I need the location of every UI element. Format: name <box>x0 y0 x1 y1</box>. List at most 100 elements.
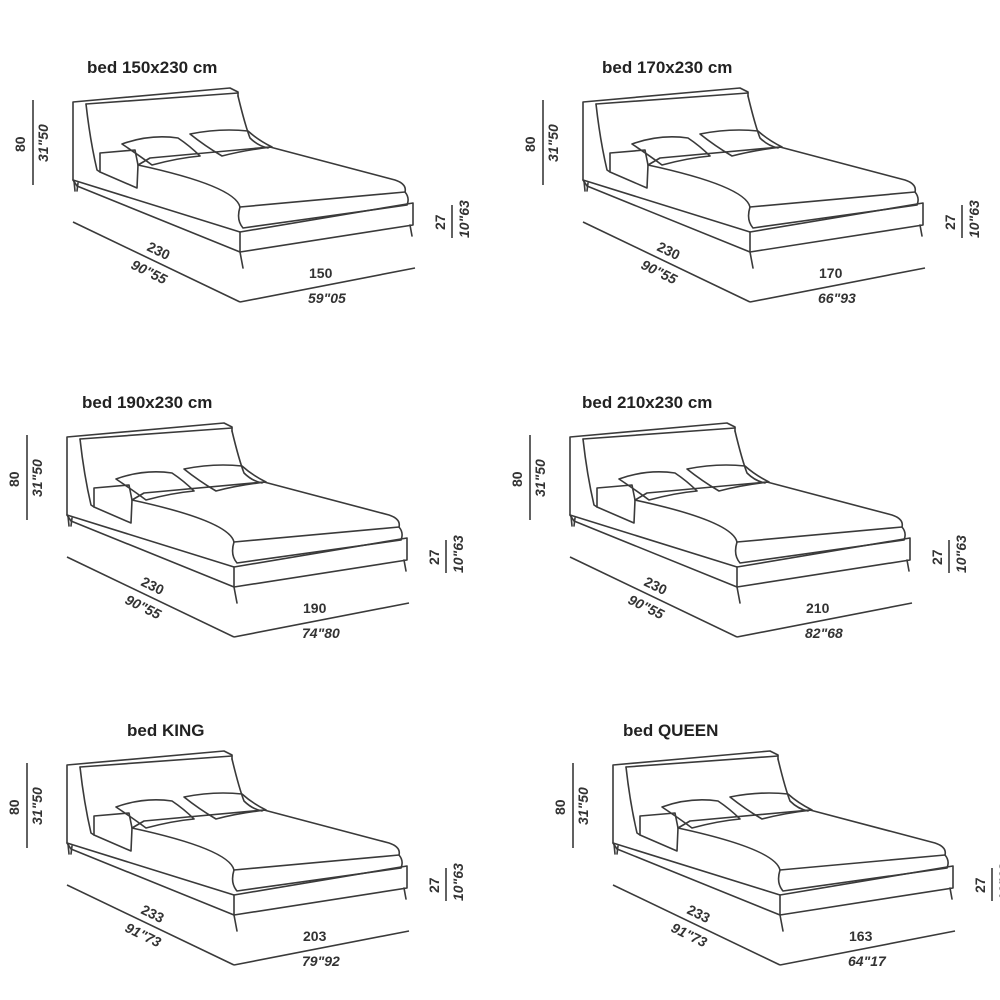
leg-front-left <box>779 914 784 932</box>
leg-cm-label: 27 <box>426 877 442 893</box>
side-block <box>99 149 139 189</box>
headboard-top <box>582 427 736 440</box>
side-block <box>93 484 133 524</box>
leg-front-right <box>919 224 923 237</box>
width-cm-label: 190 <box>303 600 327 616</box>
length-dimension-line <box>66 884 235 966</box>
mattress-top <box>677 809 947 871</box>
width-in-label: 79"92 <box>302 953 340 969</box>
length-dimension-line <box>72 221 241 303</box>
side-block <box>609 149 649 189</box>
leg-cm-label: 27 <box>426 549 442 565</box>
leg-in-label: 10"63 <box>953 535 969 573</box>
headboard-side <box>231 430 263 484</box>
mattress-top <box>137 146 407 208</box>
headboard-front <box>79 438 95 508</box>
width-in-label: 82"68 <box>805 625 843 641</box>
leg-back-left <box>570 515 576 527</box>
leg-front-right <box>403 887 407 900</box>
length-dimension-line <box>66 556 235 638</box>
height-in-label: 31"50 <box>29 459 45 497</box>
headboard-front <box>595 103 611 173</box>
headboard-front <box>582 438 598 508</box>
pillow-right <box>189 129 273 157</box>
length-cm-label: 230 <box>642 573 670 598</box>
mattress-top <box>647 146 917 208</box>
bed-title: bed 210x230 cm <box>582 393 712 412</box>
pillow-left <box>631 136 711 166</box>
headboard-side <box>231 758 263 812</box>
base-front <box>239 202 414 253</box>
pillow-right <box>729 792 813 820</box>
mattress-top <box>634 481 904 543</box>
length-cm-label: 230 <box>139 573 167 598</box>
headboard-top <box>85 92 239 105</box>
mattress-top <box>131 481 401 543</box>
height-cm-label: 80 <box>12 136 28 152</box>
base-front <box>736 537 911 588</box>
bed-title: bed 170x230 cm <box>602 58 732 77</box>
headboard-outline <box>612 750 779 844</box>
length-dimension-line <box>582 221 751 303</box>
base-front <box>749 202 924 253</box>
headboard-top <box>595 92 749 105</box>
leg-cm-label: 27 <box>942 214 958 230</box>
height-cm-label: 80 <box>552 799 568 815</box>
mattress-front <box>734 526 906 564</box>
headboard-side <box>237 95 269 149</box>
leg-front-right <box>403 559 407 572</box>
leg-in-label: 10"63 <box>450 535 466 573</box>
bed-title: bed QUEEN <box>623 721 718 740</box>
bed-title: bed 190x230 cm <box>82 393 212 412</box>
length-dimension-line <box>569 556 738 638</box>
side-block <box>639 812 679 852</box>
height-in-label: 31"50 <box>532 459 548 497</box>
leg-front-right <box>906 559 910 572</box>
headboard-top <box>79 427 233 440</box>
leg-cm-label: 27 <box>972 877 988 893</box>
pillow-right <box>183 464 267 492</box>
width-cm-label: 203 <box>303 928 327 944</box>
pillow-left <box>661 799 741 829</box>
width-in-label: 66"93 <box>818 290 856 306</box>
headboard-outline <box>582 87 749 181</box>
base-front <box>233 865 408 916</box>
headboard-front <box>79 766 95 836</box>
leg-front-left <box>239 251 244 269</box>
pillow-left <box>115 471 195 501</box>
leg-back-left <box>67 843 73 855</box>
height-in-label: 31"50 <box>35 124 51 162</box>
height-cm-label: 80 <box>509 471 525 487</box>
headboard-top <box>79 755 233 768</box>
pillow-left <box>121 136 201 166</box>
length-cm-label: 230 <box>145 238 173 263</box>
leg-back-left <box>73 180 79 192</box>
pillow-right <box>183 792 267 820</box>
length-cm-label: 233 <box>685 901 713 926</box>
leg-in-label: 10"63 <box>450 863 466 901</box>
width-in-label: 59"05 <box>308 290 346 306</box>
width-dimension-line <box>239 267 416 303</box>
length-cm-label: 233 <box>139 901 167 926</box>
width-dimension-line <box>233 930 410 966</box>
bed-title: bed KING <box>127 721 204 740</box>
leg-front-left <box>233 914 238 932</box>
base-front <box>233 537 408 588</box>
side-block <box>93 812 133 852</box>
pillow-right <box>686 464 770 492</box>
mattress-front <box>747 191 919 229</box>
width-dimension-line <box>779 930 956 966</box>
leg-in-label: 10"63 <box>996 863 1000 901</box>
pillow-left <box>115 799 195 829</box>
height-cm-label: 80 <box>6 799 22 815</box>
width-cm-label: 170 <box>819 265 843 281</box>
leg-in-label: 10"63 <box>456 200 472 238</box>
mattress-front <box>231 854 403 892</box>
pillow-left <box>618 471 698 501</box>
